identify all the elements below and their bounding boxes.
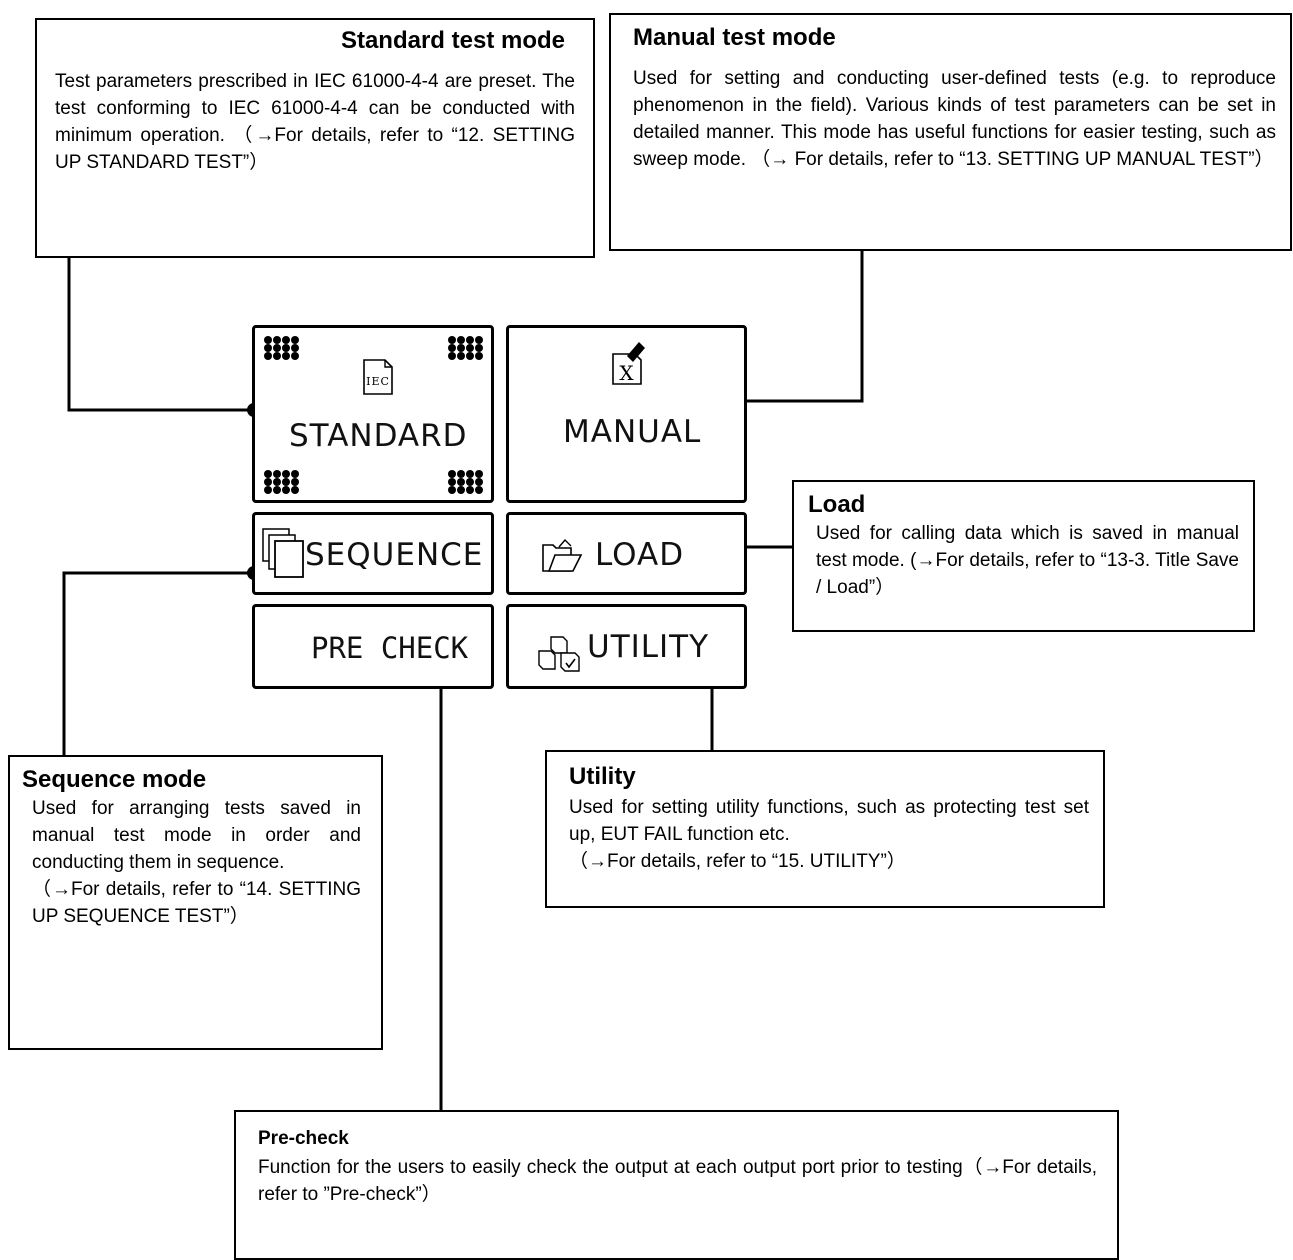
edit-document-icon: X	[612, 342, 645, 385]
dot-grid-icon	[448, 470, 484, 494]
dot-grid-icon	[264, 470, 300, 494]
pre-check-button[interactable]: PRE CHECK	[252, 604, 494, 689]
standard-button[interactable]: IEC STANDARD	[252, 325, 494, 503]
pre-check-button-label: PRE CHECK	[311, 631, 469, 665]
callout-sequence-mode: Sequence mode Used for arranging tests s…	[8, 755, 383, 1050]
callout-pre-check: Pre-check Function for the users to easi…	[234, 1110, 1119, 1260]
callout-title: Utility	[569, 763, 636, 790]
dot-grid-icon	[264, 336, 300, 360]
callout-utility: Utility Used for setting utility functio…	[545, 750, 1105, 908]
callout-standard-test-mode: Standard test mode Test parameters presc…	[35, 18, 595, 258]
svg-text:X: X	[619, 361, 634, 385]
folder-open-icon	[542, 538, 583, 572]
connector-manual	[738, 251, 864, 403]
utility-button[interactable]: UTILITY	[506, 604, 747, 689]
dot-grid-icon	[448, 336, 484, 360]
callout-title: Pre-check	[258, 1128, 349, 1149]
pages-stack-icon	[262, 528, 304, 578]
callout-text: Test parameters prescribed in IEC 61000-…	[55, 71, 575, 173]
callout-text: Used for arranging tests saved in manual…	[32, 798, 361, 873]
callout-load: Load Used for calling data which is save…	[792, 480, 1255, 632]
callout-text: Used for setting and conducting user-def…	[633, 68, 1276, 170]
load-button-label: LOAD	[595, 537, 685, 573]
callout-title: Sequence mode	[22, 766, 207, 793]
svg-text:IEC: IEC	[366, 375, 390, 388]
utility-button-label: UTILITY	[587, 629, 710, 665]
callout-reference: （→For details, refer to “14. SETTING UP …	[32, 879, 361, 927]
manual-button-label: MANUAL	[563, 414, 702, 450]
callout-title: Load	[808, 491, 866, 518]
sequence-button[interactable]: SEQUENCE	[252, 512, 494, 595]
load-button[interactable]: LOAD	[506, 512, 747, 595]
callout-title: Standard test mode	[340, 27, 565, 54]
connector-standard	[67, 248, 254, 412]
blocks-icon	[538, 636, 580, 672]
callout-manual-test-mode: Manual test mode Used for setting and co…	[609, 13, 1292, 251]
callout-title: Manual test mode	[633, 24, 836, 51]
sequence-button-label: SEQUENCE	[305, 537, 484, 573]
manual-button[interactable]: X MANUAL	[506, 325, 747, 503]
iec-document-icon: IEC	[363, 359, 393, 395]
callout-text: Used for setting utility functions, such…	[569, 797, 1089, 845]
callout-text: Used for calling data which is saved in …	[816, 523, 1239, 598]
callout-text: Function for the users to easily check t…	[258, 1157, 1097, 1205]
callout-reference: （→For details, refer to “15. UTILITY”）	[569, 851, 906, 872]
standard-button-label: STANDARD	[289, 418, 468, 454]
connector-sequence	[62, 571, 254, 765]
